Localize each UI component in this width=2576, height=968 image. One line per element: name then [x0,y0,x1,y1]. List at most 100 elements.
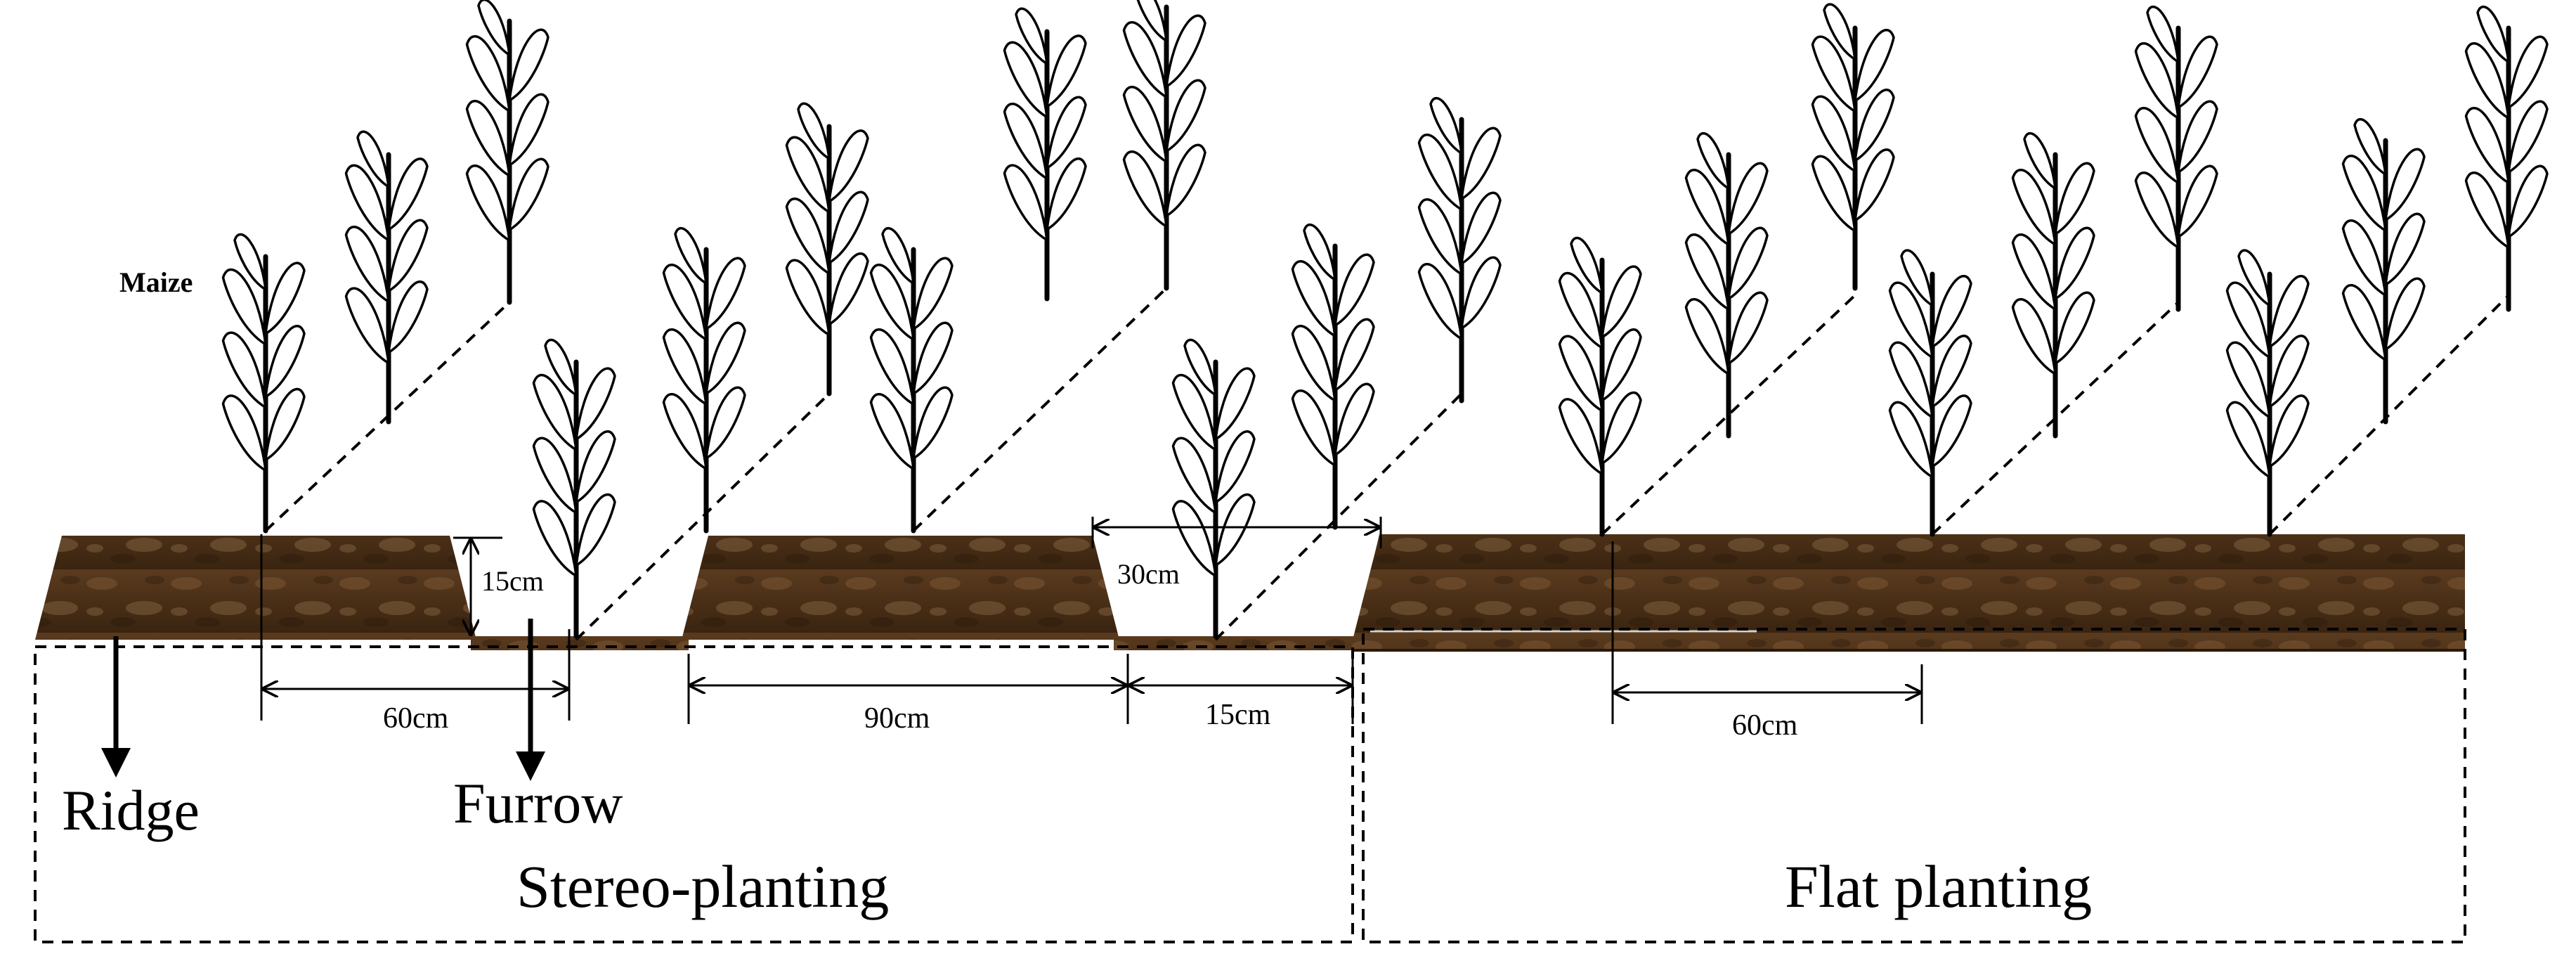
flat-planting-box [1362,628,2466,943]
maize-leaf [2464,172,2510,249]
maize-leaf [508,28,549,102]
maize-leaf [1214,367,1256,441]
maize-leaf [1888,341,1934,419]
maize-leaf [2384,148,2426,221]
maize-leaf [1931,335,1972,408]
maize-leaf [264,262,306,335]
maize-leaf [785,198,831,275]
maize-plant [532,338,616,639]
maize-plant [1684,132,1769,439]
maize-leaf [233,233,267,291]
maize-leaf [662,328,708,406]
maize-leaf [2011,169,2057,246]
maize-leaf [662,264,708,341]
furrow-label: Furrow [453,771,623,835]
maize-leaf [508,157,549,231]
maize-leaf [1046,157,1087,231]
dim-ridge-width: 90cm [687,654,1129,735]
maize-leaf [1684,233,1730,311]
maize-leaf [387,280,429,354]
maize-leaf [1888,401,1934,479]
maize-leaf [344,287,390,365]
dim-furrow-width-label: 15cm [1205,699,1271,731]
maize-leaf [1601,391,1642,465]
dim-furrow-top: 30cm [1091,517,1382,590]
maize-leaf [2011,233,2057,311]
dim-flat-spacing: 60cm [1611,541,1923,742]
maize-leaf [221,331,267,409]
maize-leaf [1214,493,1256,567]
maize-leaf [2134,107,2180,184]
maize-leaf [1811,95,1856,173]
maize-leaf [1727,291,1769,365]
maize-leaf [2268,335,2310,408]
maize-leaf [1122,86,1168,163]
maize-plant [344,130,429,425]
maize-leaf [2353,118,2387,176]
maize-leaf [1429,97,1463,155]
maize-leaf [2177,164,2218,238]
maize-leaf [1214,430,1256,504]
maize-plant [221,233,306,534]
maize-leaf [1171,373,1217,451]
maize-plant [662,227,746,534]
maize-plant [785,102,869,396]
maize-leaf [2177,100,2218,174]
maize-leaf [1900,249,1934,307]
maize-plant [1417,97,1502,404]
ridge-left [35,536,476,640]
maize-plant [465,0,549,305]
dim-furrow-width: 15cm [1128,654,1354,731]
maize-leaf [344,164,390,242]
maize-leaf [264,325,306,399]
maize-leaf [2054,226,2095,300]
maize-leaf [465,164,511,242]
maize-leaf [1417,134,1463,211]
maize-leaf [869,328,915,406]
maize-leaf [356,130,390,188]
maize-leaf [1334,382,1375,456]
maize-leaf [869,264,915,341]
maize-leaf [477,0,511,56]
stereo-planting-box [34,645,1354,943]
ridge-label: Ridge [62,778,200,842]
maize-leaf [2341,284,2387,361]
maize-leaf [1291,260,1336,337]
maize-leaf [2341,155,2387,232]
maize-leaf [575,367,616,441]
maize-leaf [705,257,746,330]
maize-leaf [2341,219,2387,297]
maize-leaf [1854,89,1895,162]
maize-leaf [1696,132,1730,190]
maize-leaf [828,252,869,326]
maize-leaf [1334,318,1375,392]
maize-leaf [828,129,869,203]
dim-furrow-top-label: 30cm [1117,558,1180,590]
maize-leaf [2177,35,2218,109]
maize-leaf [1931,394,1972,468]
maize-leaf [1684,298,1730,375]
maize-plant [1122,0,1206,291]
maize-leaf [869,393,915,470]
maize-leaf [2225,401,2271,479]
maize-leaf [532,500,578,577]
maize-leaf [2464,107,2510,184]
maize-plant [2464,6,2549,312]
maize-leaf [2384,277,2426,351]
maize-leaf [1136,0,1168,42]
maize-leaf [508,93,549,167]
maize-leaf [828,191,869,264]
maize-leaf [2476,6,2510,63]
flat-soil [1353,534,2465,650]
maize-leaf [662,393,708,470]
maize-leaf [2225,341,2271,419]
maize-leaf [1931,275,1972,349]
maize-leaf [1122,21,1168,98]
maize-leaf [532,437,578,515]
maize-leaf [1165,14,1206,88]
maize-leaf [1291,389,1336,467]
maize-leaf [2237,249,2271,307]
maize-leaf [2507,35,2549,109]
maize-leaf [1303,224,1336,281]
dim-ridge-height-label: 15cm [481,565,544,597]
